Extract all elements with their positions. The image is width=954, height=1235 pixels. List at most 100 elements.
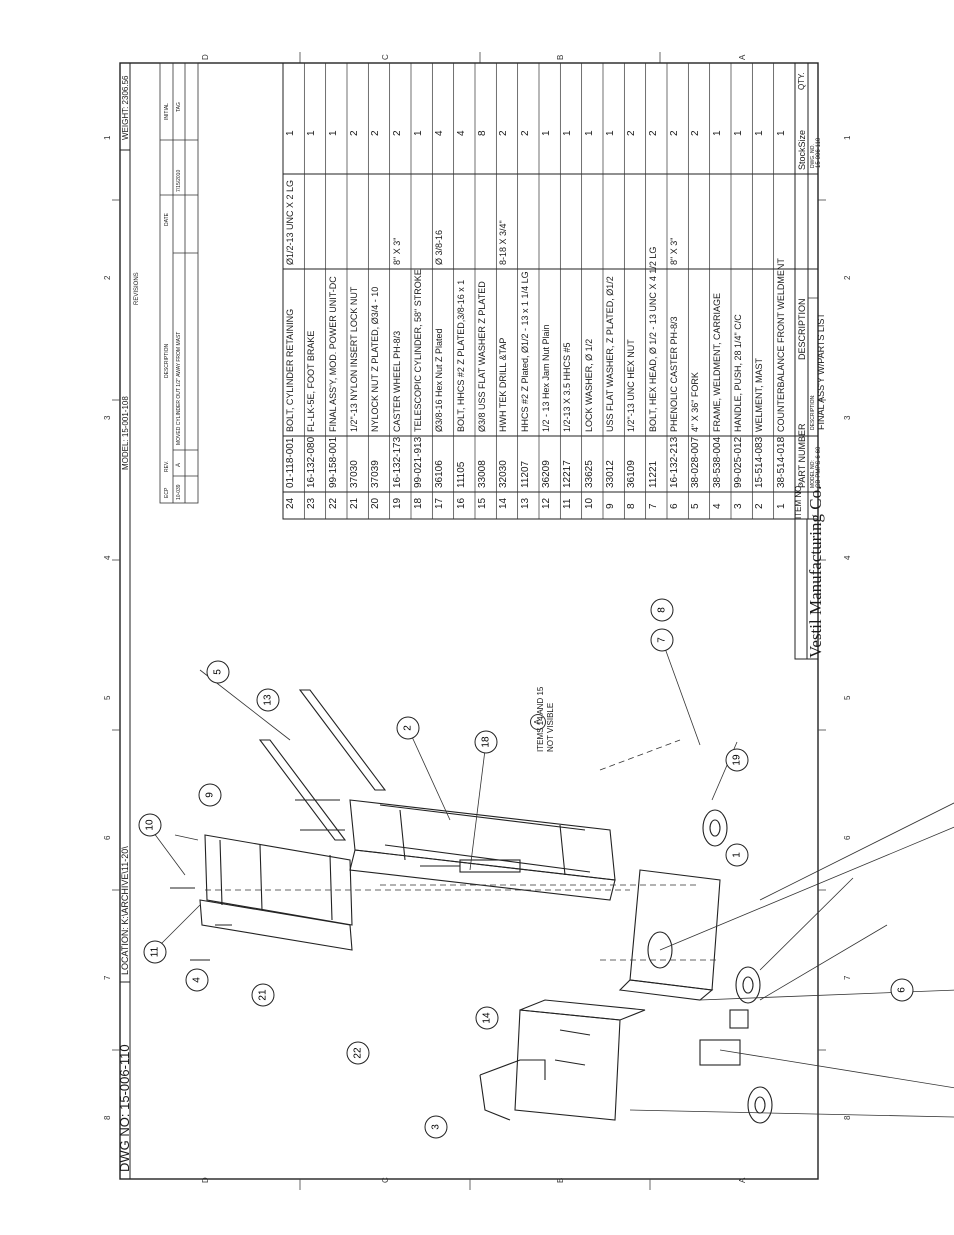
balloon-22: 22 <box>346 1041 370 1065</box>
balloon-number: 3 <box>431 1124 442 1130</box>
cell-qty: 1 <box>775 130 787 136</box>
cell-item-no: 24 <box>285 497 296 509</box>
zone-number-right: 2 <box>843 275 852 280</box>
rev-date-value: 7/15/2010 <box>176 169 182 192</box>
cell-item-no: 14 <box>498 497 510 509</box>
balloon-2: 2 <box>396 716 420 740</box>
push-handle <box>479 1059 546 1121</box>
cell-stock-size: Ø 3/8-16 <box>434 229 445 265</box>
header-part-number: PART NUMBER <box>797 423 807 488</box>
balloon-number: 21 <box>258 989 269 1001</box>
cell-description: WELMENT, MAST <box>754 357 765 432</box>
cell-part-number: 38-028-007 <box>690 436 702 488</box>
cell-stock-size: Ø1/2-13 UNC X 2 LG <box>285 179 295 265</box>
zone-number-left: 4 <box>103 555 112 560</box>
balloon-circle <box>725 748 749 772</box>
cell-qty: 1 <box>541 130 552 136</box>
balloon-circle <box>650 628 674 652</box>
balloon-number: 9 <box>205 792 216 798</box>
cell-part-number: 38-538-004 <box>711 436 723 488</box>
balloon-1: 1 <box>725 843 749 867</box>
balloon-6: 6 <box>890 978 914 1002</box>
cell-part-number: 99-158-001 <box>327 436 339 488</box>
cell-part-number: 01-118-001 <box>285 437 296 488</box>
cell-part-number: 11105 <box>455 461 467 488</box>
cell-part-number: 33625 <box>583 460 595 488</box>
rev-rev-value: A <box>176 462 182 467</box>
balloon-21: 21 <box>251 983 275 1007</box>
assembly-lines <box>205 739 720 961</box>
zone-letter-bottom: B <box>556 1177 565 1183</box>
balloon-number: 19 <box>732 754 743 766</box>
zone-letter-top: B <box>556 54 565 60</box>
cell-description: FINAL ASS'Y, MOD. POWER UNIT-DC <box>327 276 338 432</box>
balloon-circle <box>725 843 749 867</box>
revision-marker: A <box>530 714 546 730</box>
zone-number-left: 7 <box>103 975 112 980</box>
cell-qty: 2 <box>669 130 680 136</box>
balloon-circle <box>206 660 230 684</box>
zone-number-right: 1 <box>843 135 852 140</box>
balloon-number: 11 <box>150 946 161 957</box>
cell-description: USS FLAT WASHER, Z PLATED, Ø1/2 <box>605 276 615 432</box>
cell-description: Ø3/8-16 Hex Nut Z Plated <box>434 328 445 432</box>
cell-description: HWH TEK DRILL &TAP <box>498 337 509 432</box>
header-description: DESCRIPTION <box>797 298 807 360</box>
cell-item-no: 10 <box>583 497 595 509</box>
balloon-11: 11 <box>143 940 167 964</box>
carriage-frame <box>199 834 353 951</box>
zone-number-right: 7 <box>843 975 852 980</box>
cell-qty: 1 <box>562 130 574 136</box>
cell-description: 1/2"-13 NYLON INSERT LOCK NUT <box>349 286 359 432</box>
cell-description: 1/2 - 13 Hex Jam Nut Plain <box>541 324 551 432</box>
cell-part-number: 16-132-173 <box>391 436 403 488</box>
cell-description: BOLT, CYLINDER RETAINING <box>285 308 295 432</box>
cell-item-no: 13 <box>519 497 531 509</box>
balloon-number: 14 <box>482 1012 493 1024</box>
cell-part-number: 11221 <box>647 460 659 488</box>
balloon-14: 14 <box>475 1006 499 1030</box>
weight-label: WEIGHT: 2306.56 <box>121 75 130 140</box>
zone-number-right: 4 <box>843 555 852 560</box>
cell-qty: 1 <box>711 130 723 136</box>
balloon-circle <box>138 813 162 837</box>
power-unit <box>514 999 646 1121</box>
zone-letter-bottom: D <box>201 1177 210 1183</box>
zone-number-right: 8 <box>843 1115 852 1120</box>
cell-qty: 1 <box>605 130 616 136</box>
balloon-number: 4 <box>192 977 203 983</box>
balloon-number: 10 <box>145 819 156 831</box>
zone-number-right: 6 <box>843 835 852 840</box>
zone-number-left: 5 <box>103 695 112 700</box>
cell-stock-size: 8" X 3" <box>669 237 679 265</box>
parts-table-row-lines <box>303 63 775 519</box>
cell-item-no: 3 <box>733 503 744 509</box>
cell-item-no: 6 <box>669 503 680 509</box>
exploded-assembly-drawing <box>170 689 773 1124</box>
dwg-number: DWG NO: 15-006-110 <box>117 1044 132 1172</box>
cell-description: BOLT, HEX HEAD, Ø 1/2 - 13 UNC X 4 1/2 L… <box>647 246 658 432</box>
balloon-3: 3 <box>424 1115 448 1139</box>
cell-item-no: 20 <box>370 497 382 509</box>
balloon-circle <box>251 983 275 1007</box>
title-block <box>794 518 819 660</box>
zone-number-left: 8 <box>103 1115 112 1120</box>
caster-wheels <box>647 809 773 1124</box>
cell-qty: 2 <box>498 130 510 136</box>
balloon-number: 8 <box>657 607 668 613</box>
cell-item-no: 2 <box>754 503 766 509</box>
cell-qty: 1 <box>583 130 595 136</box>
cell-description: HHCS #2 Z Plated, Ø1/2 - 13 x 1 1/4 LG <box>519 271 530 432</box>
cell-part-number: 37039 <box>370 460 382 488</box>
balloon-number: 5 <box>213 669 224 675</box>
cell-part-number: 32030 <box>498 460 510 488</box>
rev-initial-value: TAG <box>176 102 182 112</box>
cell-item-no: 5 <box>690 503 702 509</box>
cell-qty: 1 <box>285 130 296 136</box>
zone-number-left: 2 <box>103 275 112 280</box>
balloon-19: 19 <box>725 748 749 772</box>
mast-weldment <box>349 799 616 901</box>
dwg-no-value: 15-006-110 <box>816 137 822 168</box>
balloon-circle <box>475 1006 499 1030</box>
